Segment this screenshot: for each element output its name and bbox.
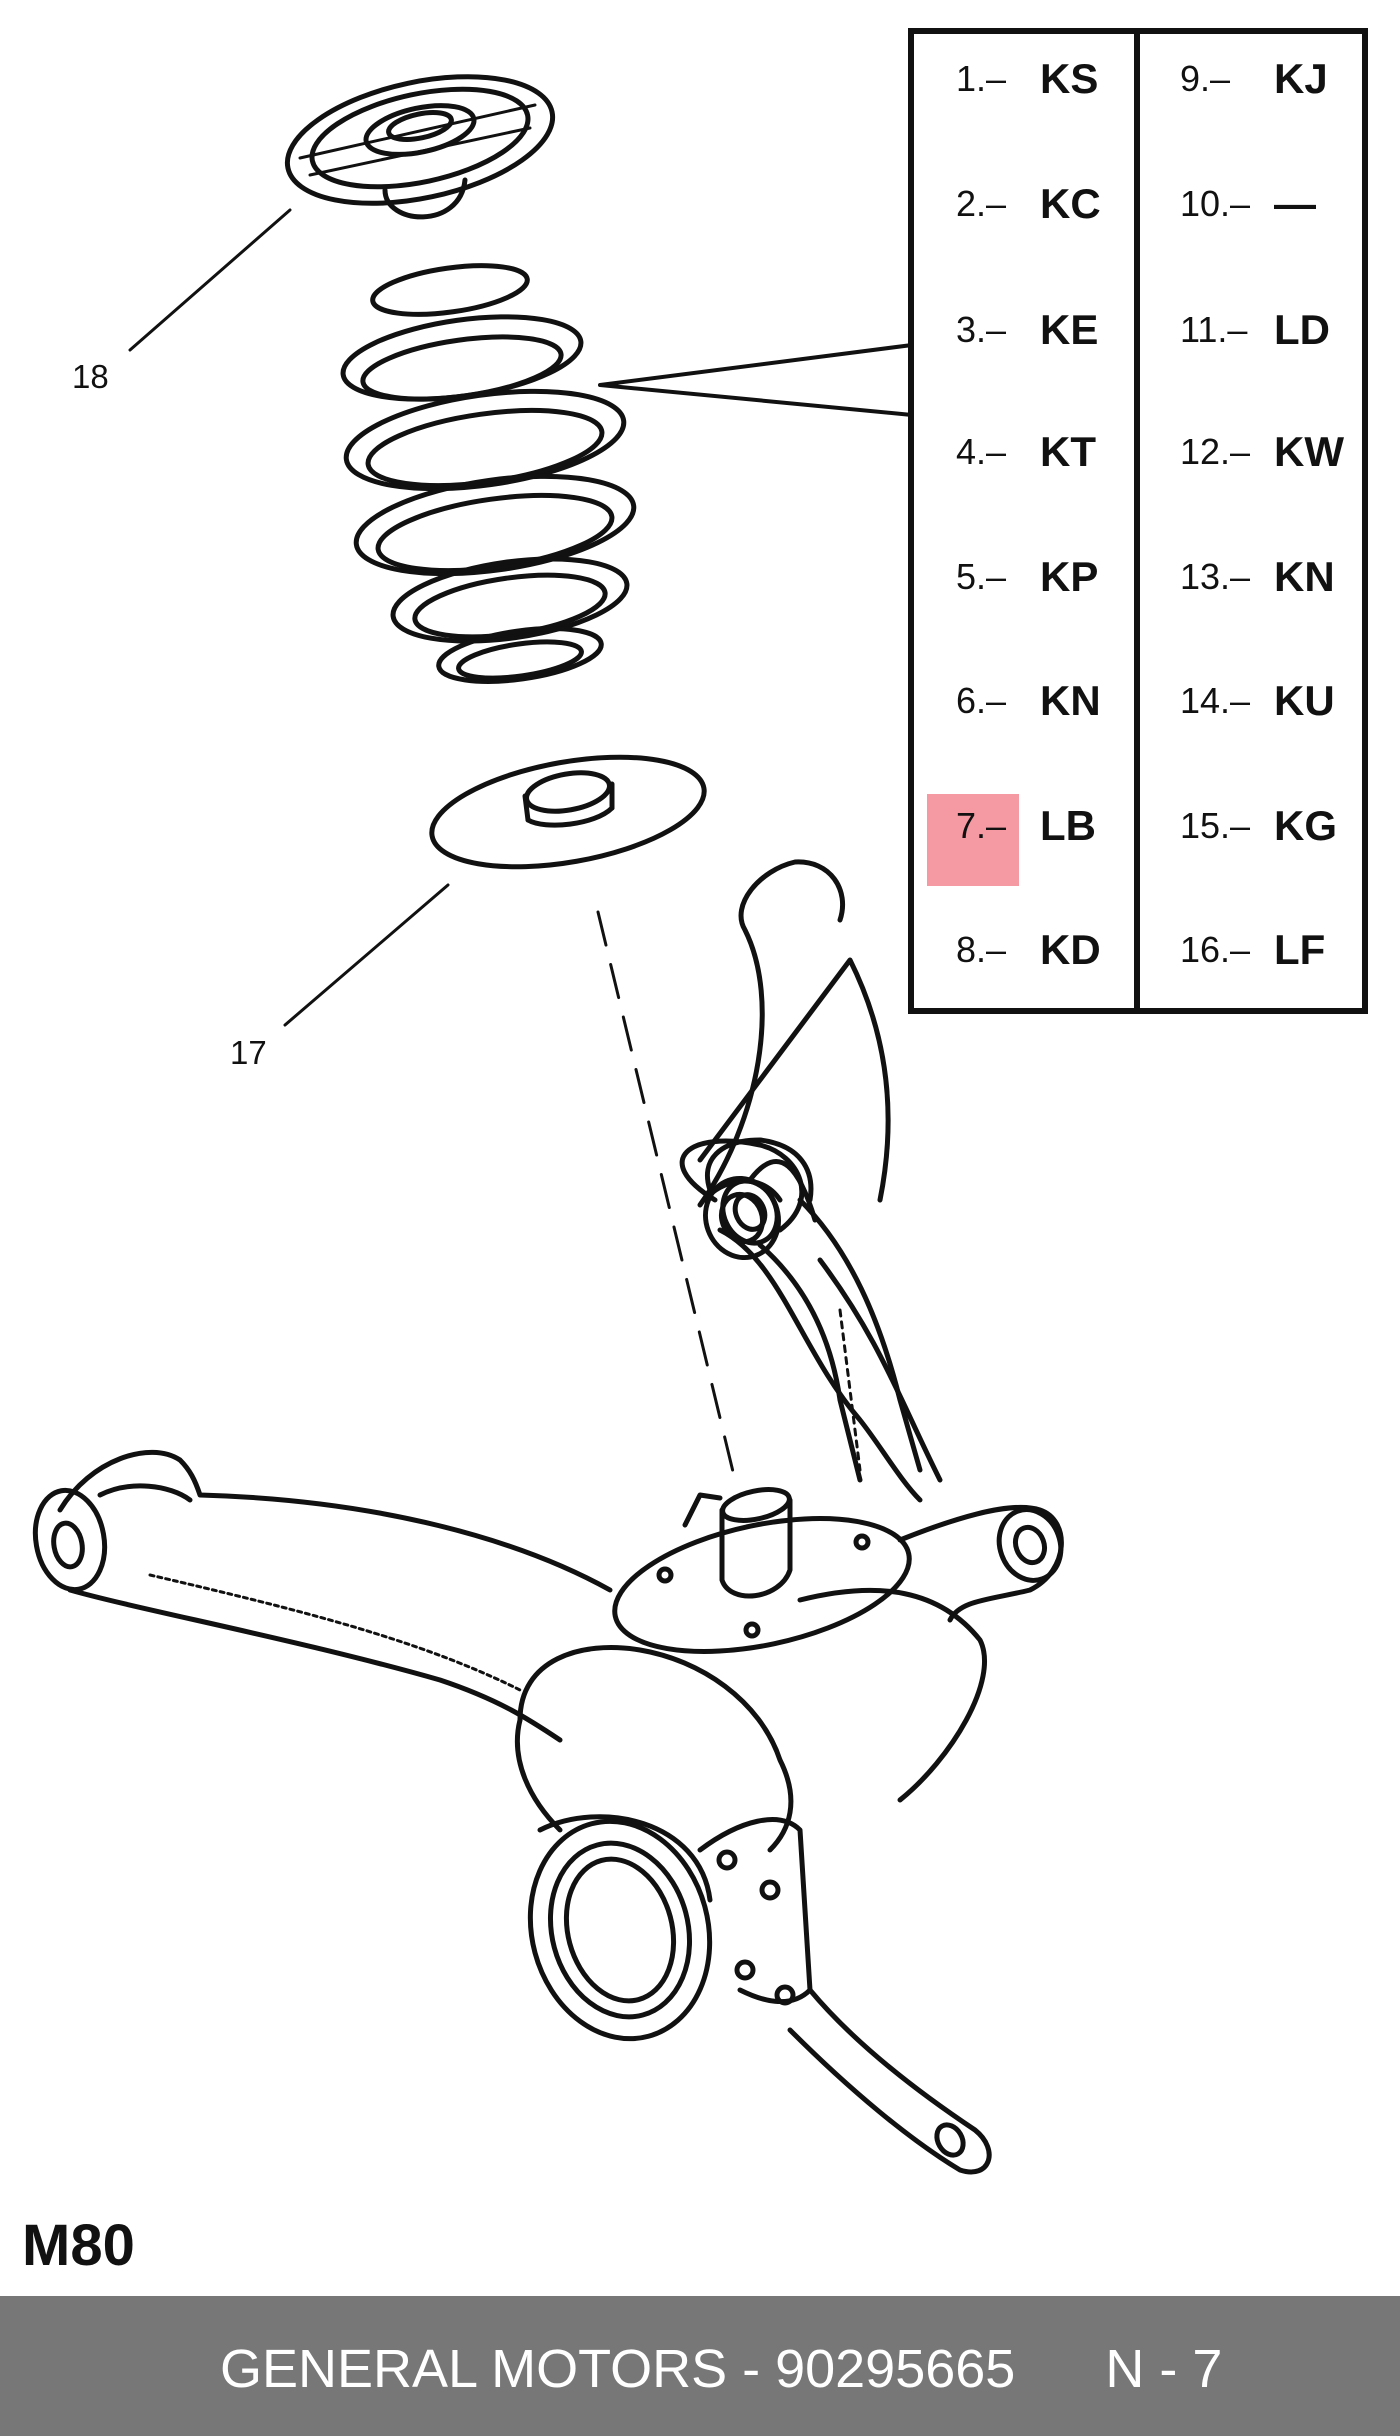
item-number: 6.–: [956, 680, 1007, 721]
spring-upper-seat: [284, 74, 556, 220]
item-code: KJ: [1274, 55, 1328, 102]
item-number: 2.–: [956, 183, 1007, 224]
item-code: —: [1274, 180, 1316, 227]
item-code: KP: [1040, 553, 1099, 600]
axle-spring-pad: [612, 1487, 912, 1654]
item-code: LF: [1274, 926, 1326, 973]
item-number: 12.–: [1180, 431, 1251, 472]
color-code-table: 1.– KS 2.– KC 3.– KE 4.– KT 5.– KP 6.– KN 7.– LB 8.– KD…: [908, 28, 1368, 1014]
item-number: 8.–: [956, 929, 1007, 970]
table-right-row: 9.– KJ: [914, 49, 1362, 109]
spring-lower-seat: [429, 754, 707, 870]
item-number: 3.–: [956, 309, 1007, 350]
item-number: 11.–: [1180, 309, 1248, 350]
table-left-row: 5.– KP: [914, 547, 1362, 607]
right-bushing: [897, 1504, 1064, 1623]
item-code: KT: [1040, 428, 1096, 475]
table-right-row: 12.– KW: [914, 422, 1362, 482]
leader-line-18: [128, 208, 292, 352]
table-divider: [1134, 34, 1140, 1008]
highlighted-item-marker: [927, 794, 1019, 886]
table-left-row: 7.– LB: [914, 796, 1362, 856]
item-number: 1.–: [956, 58, 1007, 99]
model-code: M80: [22, 2213, 135, 2278]
item-number: 15.–: [1180, 805, 1251, 846]
table-right-row: 11.– LD: [914, 300, 1362, 360]
item-number: 16.–: [1180, 929, 1251, 970]
hub-carrier: [514, 1587, 992, 2175]
assembly-axis: [596, 910, 737, 1482]
coil-spring: [340, 263, 637, 684]
item-number: 7.–: [956, 805, 1007, 846]
table-left-row: 6.– KN: [914, 671, 1362, 731]
item-number: 10.–: [1180, 183, 1251, 224]
trailing-arm: [679, 859, 943, 1503]
footer-bar: GENERAL MOTORS - 90295665 N - 7: [0, 2296, 1400, 2436]
item-code: KN: [1040, 677, 1101, 724]
suspension-drawing: [32, 74, 1064, 2175]
item-code: KW: [1274, 428, 1344, 475]
table-right-row: 16.– LF: [914, 920, 1362, 980]
item-number: 5.–: [956, 556, 1007, 597]
item-code: KD: [1040, 926, 1101, 973]
item-code: LD: [1274, 306, 1330, 353]
upper-bushing: [703, 1175, 781, 1261]
item-code: KE: [1040, 306, 1099, 353]
table-right-row: 15.– KG: [914, 796, 1362, 856]
item-code: LB: [1040, 802, 1096, 849]
table-left-row: 3.– KE: [914, 300, 1362, 360]
item-code: KG: [1274, 802, 1337, 849]
footer-text: GENERAL MOTORS - 90295665 N - 7: [220, 2339, 1223, 2399]
table-right-row: 14.– KU: [914, 671, 1362, 731]
table-left-row: 2.– KC: [914, 174, 1362, 234]
upper-arm-body: [705, 1137, 923, 1483]
item-code: KU: [1274, 677, 1335, 724]
item-code: KC: [1040, 180, 1101, 227]
table-left-row: 4.– KT: [914, 422, 1362, 482]
table-left-row: 1.– KS: [914, 49, 1362, 109]
item-code: KN: [1274, 553, 1335, 600]
leader-line-17: [283, 883, 450, 1027]
table-right-row: 10.– —: [914, 174, 1362, 234]
item-code: KS: [1040, 55, 1099, 102]
spring-table-leader: [598, 343, 914, 417]
item-number: 13.–: [1180, 556, 1251, 597]
item-number: 4.–: [956, 431, 1007, 472]
item-number: 9.–: [1180, 58, 1231, 99]
table-left-row: 8.– KD: [914, 920, 1362, 980]
callout-18: 18: [72, 358, 109, 395]
item-number: 14.–: [1180, 680, 1251, 721]
table-right-row: 13.– KN: [914, 547, 1362, 607]
callout-17: 17: [230, 1034, 267, 1071]
